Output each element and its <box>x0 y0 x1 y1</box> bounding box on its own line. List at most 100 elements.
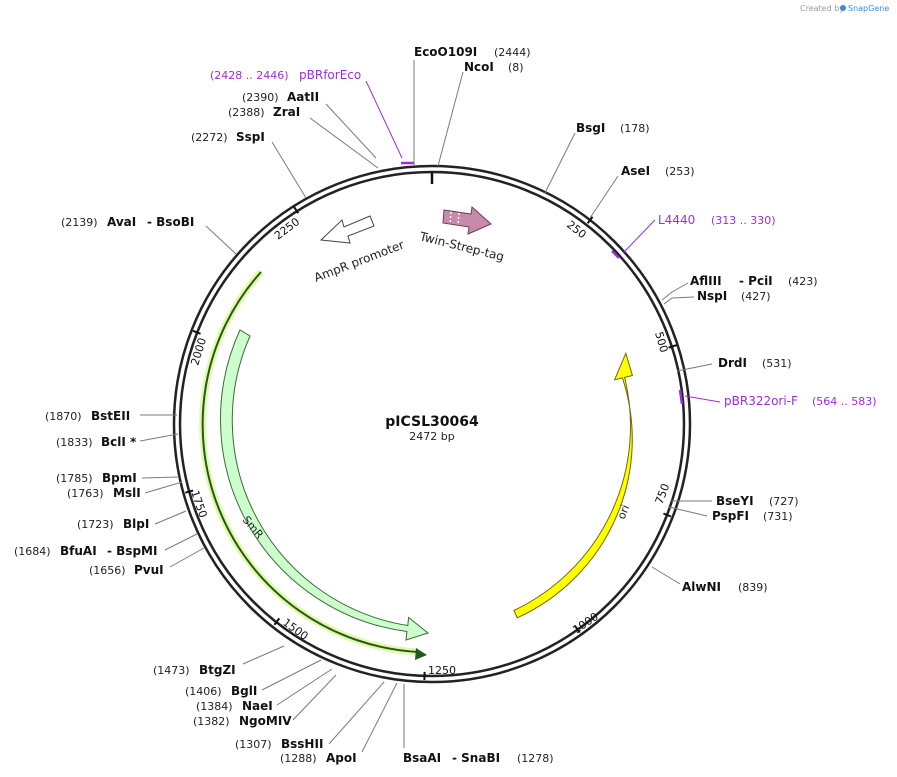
site-alwni-name[interactable]: AlwNI <box>682 580 721 594</box>
site-bfuai-position: (1684) <box>14 545 51 558</box>
tick-mark <box>292 205 300 214</box>
site-sspi-name[interactable]: SspI <box>236 130 265 144</box>
site-zrai-name[interactable]: ZraI <box>273 105 300 119</box>
ampr-promoter-arrow[interactable] <box>319 215 375 244</box>
site-bseyi-name[interactable]: BseYI <box>716 494 754 508</box>
smr-annotation-band[interactable] <box>199 269 427 660</box>
site-asei-name[interactable]: AseI <box>621 164 650 178</box>
credit-prefix: Created by <box>800 4 844 13</box>
leader-line <box>544 132 576 194</box>
site-msli-position: (1763) <box>67 487 104 500</box>
leader-line <box>144 481 183 494</box>
site-avai-name[interactable]: AvaI <box>107 215 136 229</box>
site-bfuai-name[interactable]: BfuAI <box>60 544 97 558</box>
site-drdi-name[interactable]: DrdI <box>718 356 747 370</box>
tick-mark <box>273 617 281 626</box>
leader-line <box>164 533 198 551</box>
smr-arrow[interactable] <box>220 329 430 641</box>
tick-label-500: 500 <box>652 330 670 354</box>
site-ncoi-name[interactable]: NcoI <box>464 60 494 74</box>
ampr-promoter-label: AmpR promoter <box>312 238 406 285</box>
leader-lines <box>139 60 721 753</box>
site-ecoo109i-name[interactable]: EcoO109I <box>414 45 477 59</box>
site-zrai-position: (2388) <box>228 106 265 119</box>
site-blpi-name[interactable]: BlpI <box>123 517 149 531</box>
site-bpmi-position: (1785) <box>56 472 93 485</box>
leader-line <box>205 225 237 255</box>
site-blpi-position: (1723) <box>77 518 114 531</box>
site-pvui-name[interactable]: PvuI <box>134 563 164 577</box>
site-bsaai-name[interactable]: BsaAI <box>403 751 441 765</box>
primer-l4440-position: (313 .. 330) <box>711 214 776 227</box>
credit-brand[interactable]: SnapGene <box>848 4 889 13</box>
tick-mark <box>586 216 594 224</box>
site-ncoi-position: (8) <box>508 61 524 74</box>
site-pspfi-position: (731) <box>763 510 793 523</box>
backbone-outer-strand <box>172 164 692 684</box>
site-bpmi-name[interactable]: BpmI <box>102 471 137 485</box>
twin-strep-tag-label: Twin-Strep-tag <box>417 229 505 264</box>
leader-line <box>651 566 681 585</box>
primer-l4440-name[interactable]: L4440 <box>658 213 695 227</box>
leader-line <box>271 141 307 199</box>
site-asei-position: (253) <box>665 165 695 178</box>
site-bseyi-position: (727) <box>769 495 799 508</box>
site-snabi-name[interactable]: - SnaBI <box>452 751 500 765</box>
site-bspmi-name[interactable]: - BspMI <box>107 544 157 558</box>
leader-line <box>661 282 689 301</box>
plasmid-name: pICSL30064 <box>385 414 479 430</box>
site-ngomiv-position: (1382) <box>193 715 230 728</box>
site-bsgi-name[interactable]: BsgI <box>576 121 605 135</box>
ori-label: ori <box>615 503 633 521</box>
site-apoi-position: (1288) <box>280 752 317 765</box>
site-bgli-position: (1406) <box>185 685 222 698</box>
feature-smr[interactable]: SmR <box>220 329 430 641</box>
site-aatii-name[interactable]: AatII <box>287 90 319 104</box>
pbr322ori-f-marker <box>678 389 684 405</box>
site-alwni-position: (839) <box>738 581 768 594</box>
leader-line <box>154 510 187 525</box>
feature-ampr-promoter[interactable]: AmpR promoter <box>312 215 406 285</box>
tick-marks <box>185 205 677 681</box>
twin-strep-tag-arrow[interactable] <box>442 206 492 235</box>
site-bgli-name[interactable]: BglI <box>231 684 257 698</box>
leader-line <box>663 296 695 305</box>
site-nspi-name[interactable]: NspI <box>697 289 727 303</box>
leader-line <box>309 117 379 169</box>
tick-mark <box>663 512 672 518</box>
leader-line <box>292 674 337 721</box>
site-btgzi-name[interactable]: BtgZI <box>199 663 236 677</box>
site-afliii-name[interactable]: AflIII <box>690 274 722 288</box>
leader-line <box>361 682 398 753</box>
site-pvui-position: (1656) <box>89 564 126 577</box>
site-apoi-name[interactable]: ApoI <box>326 751 357 765</box>
site-pspfi-name[interactable]: PspFI <box>712 509 749 523</box>
smr-band-line <box>201 271 419 653</box>
primer-pbrforeco-name[interactable]: pBRforEco <box>299 68 361 82</box>
site-afliii-position: (423) <box>788 275 818 288</box>
ori-arrow[interactable] <box>513 351 634 619</box>
site-msli-name[interactable]: MslI <box>113 486 141 500</box>
tick-mark <box>192 329 201 335</box>
feature-ori[interactable]: ori <box>513 351 634 619</box>
tick-mark <box>668 344 677 349</box>
site-ngomiv-name[interactable]: NgoMIV <box>239 714 292 728</box>
site-naei-name[interactable]: NaeI <box>242 699 273 713</box>
primer-pbr322ori-f-name[interactable]: pBR322ori-F <box>724 394 798 408</box>
feature-twin-strep-tag[interactable]: Twin-Strep-tag <box>417 206 506 264</box>
primer-pbr322ori-f-position: (564 .. 583) <box>812 395 877 408</box>
site-bcli-name[interactable]: BclI * <box>101 435 137 449</box>
site-bsaai-position: (1278) <box>517 752 554 765</box>
tick-label-750: 750 <box>653 482 673 506</box>
site-bsobi-name[interactable]: - BsoBI <box>147 215 194 229</box>
site-pcii-name[interactable]: - PciI <box>739 274 773 288</box>
leader-line <box>589 175 619 219</box>
primer-leader-line <box>684 395 721 403</box>
site-bsshii-name[interactable]: BssHII <box>281 737 323 751</box>
site-bsteii-name[interactable]: BstEII <box>91 409 130 423</box>
site-bsshii-position: (1307) <box>235 738 272 751</box>
tick-mark <box>574 625 581 634</box>
tick-label-1250: 1250 <box>428 664 456 677</box>
smr-band-arrowhead <box>415 648 427 660</box>
backbone <box>172 164 692 684</box>
